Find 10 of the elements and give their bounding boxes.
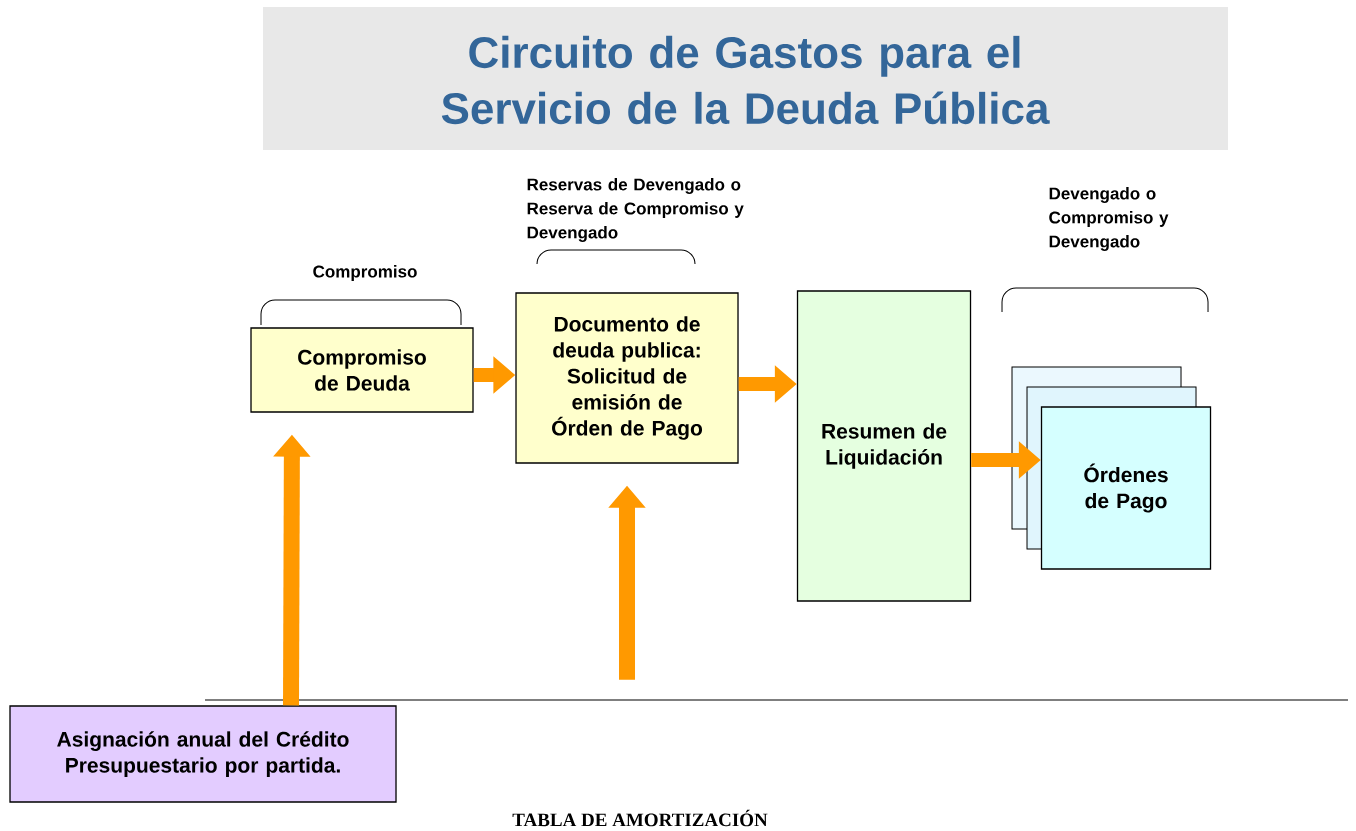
bracket-label: Reservas de Devengado o Reserva de Compromiso y Devengado bbox=[527, 178, 744, 242]
process-box: Documento de deuda publica: Solicitud de emisión de Órden de Pago bbox=[515, 292, 739, 464]
process-box: Compromiso de Deuda bbox=[250, 327, 474, 413]
footer-note: TABLA DE AMORTIZACIÓN bbox=[512, 809, 768, 827]
title-banner: Circuito de Gastos para el Servicio de la Deuda Pública bbox=[263, 7, 1228, 150]
bracket-label: Devengado o Compromiso y Devengado bbox=[1049, 187, 1169, 251]
process-box: Resumen de Liquidación bbox=[796, 290, 972, 602]
process-box: Asignación anual del Crédito Presupuestario por partida. bbox=[9, 705, 397, 803]
bracket-label: Compromiso bbox=[313, 265, 417, 281]
document-stack: Órdenes de Pago bbox=[1011, 366, 1212, 570]
